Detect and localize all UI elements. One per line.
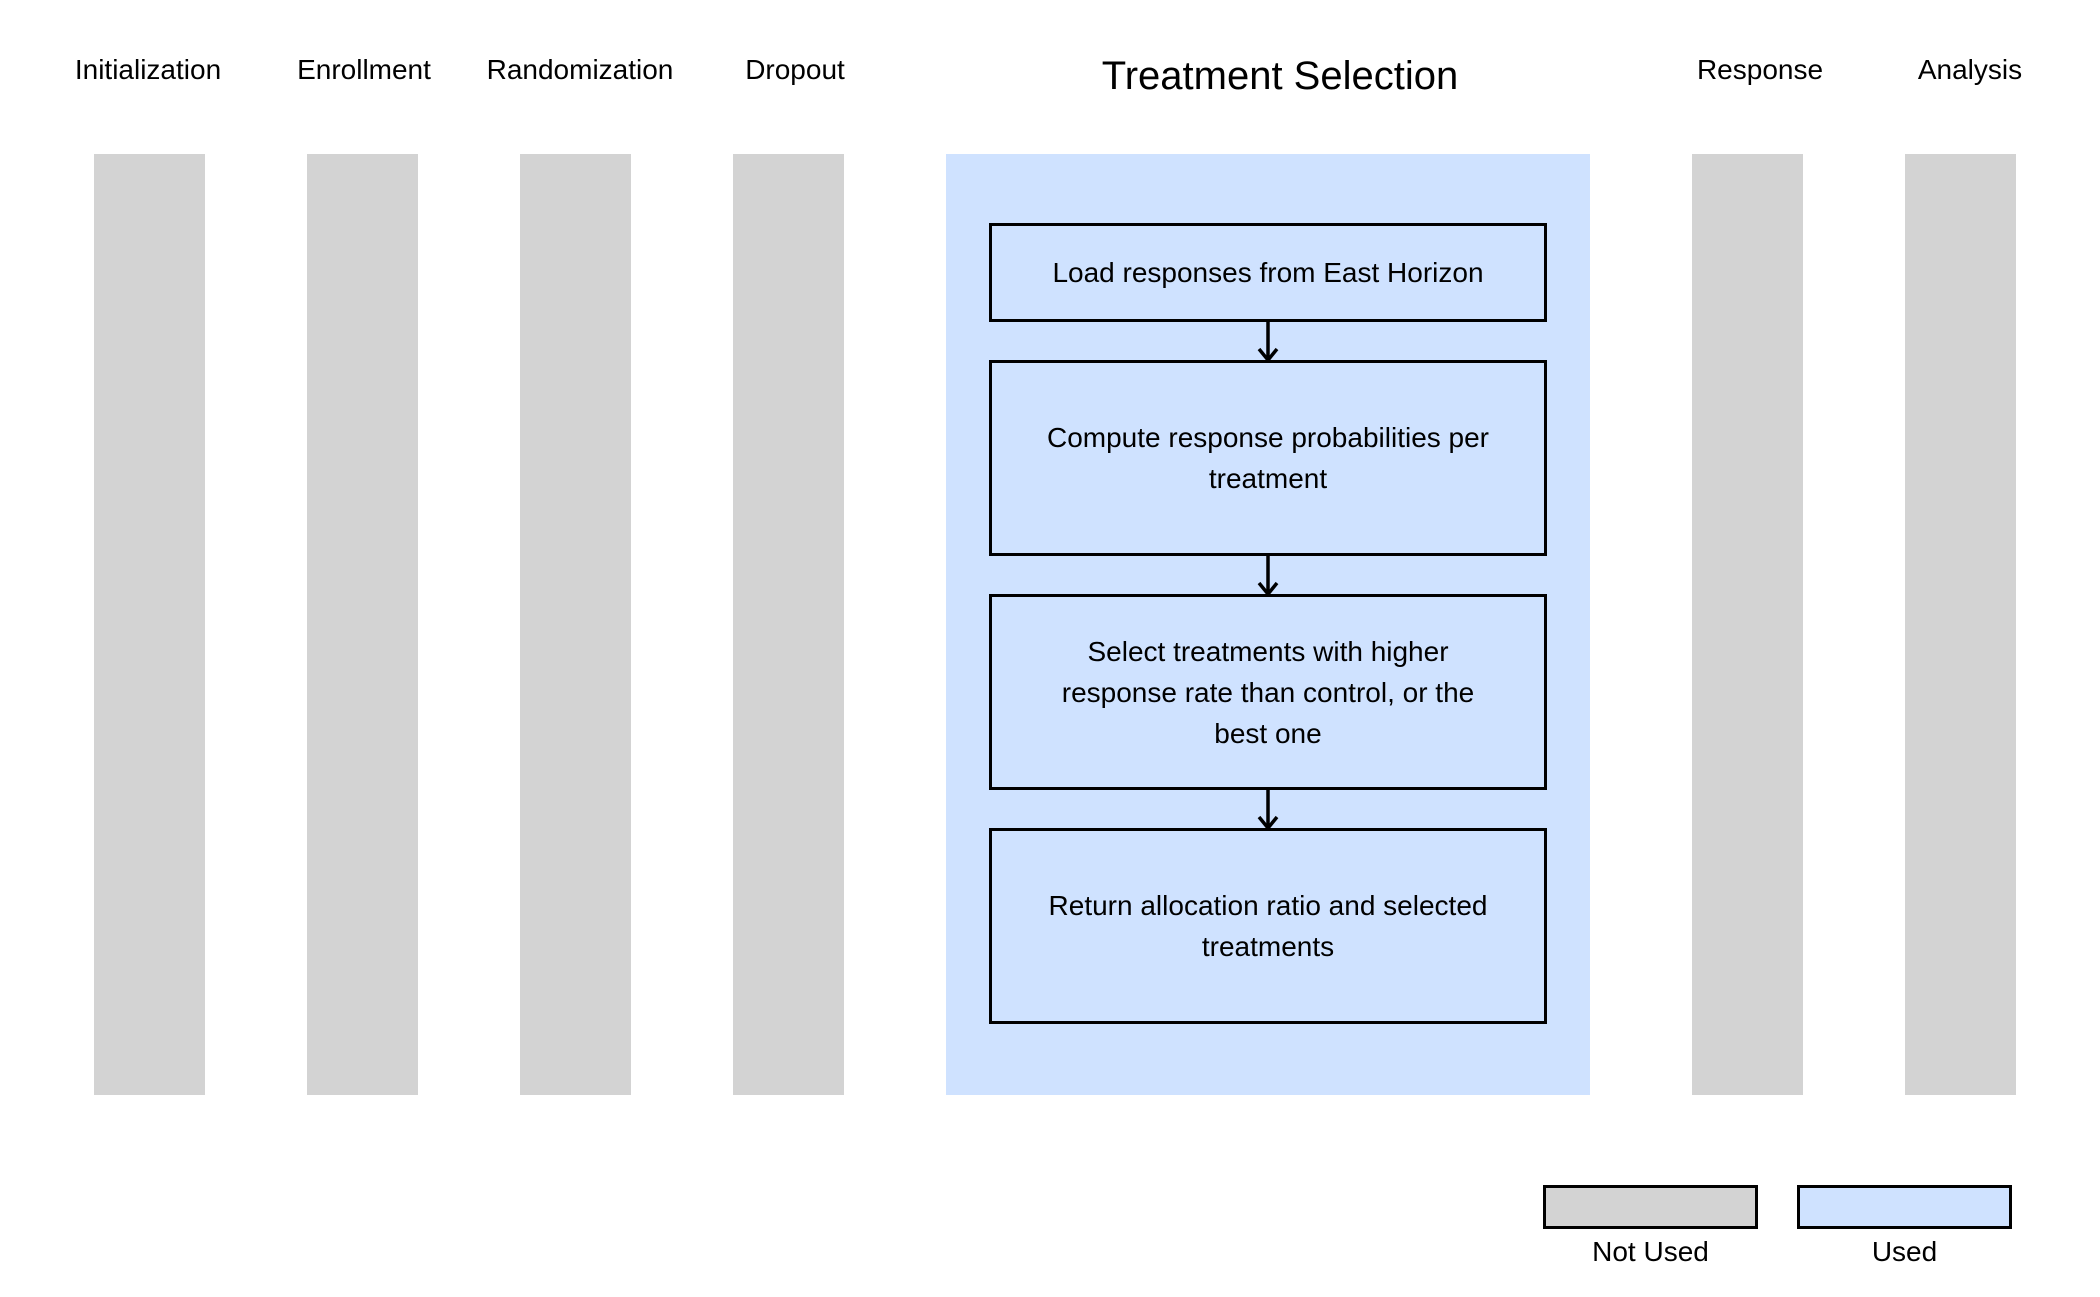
legend-swatch-not-used (1543, 1185, 1758, 1229)
stage-label-analysis: Analysis (1917, 54, 2023, 85)
stage-column-response (1692, 154, 1803, 1095)
legend-label-not-used: Not Used (1592, 1236, 1709, 1267)
arrow-down-icon (1257, 554, 1279, 597)
step-text: Select treatments with higher response r… (1061, 635, 1475, 749)
step-text: Compute response probabilities per treat… (1046, 422, 1490, 494)
stage-column-enrollment (307, 154, 418, 1095)
stage-label-response: Response (1696, 54, 1824, 85)
stage-label-initialization: Initialization (74, 54, 222, 85)
step-text: Return allocation ratio and selected tre… (1048, 890, 1488, 962)
stage-label-dropout: Dropout (745, 54, 845, 85)
legend-swatch-used (1797, 1185, 2012, 1229)
step-text: Load responses from East Horizon (1052, 257, 1484, 288)
step-box-select-treatments: Select treatments with higher response r… (989, 594, 1547, 790)
step-box-compute-probabilities: Compute response probabilities per treat… (989, 360, 1547, 556)
stage-column-dropout (733, 154, 844, 1095)
stage-label-randomization: Randomization (486, 54, 674, 85)
stage-label-enrollment: Enrollment (297, 54, 431, 85)
stage-column-randomization (520, 154, 631, 1095)
step-box-load-responses: Load responses from East Horizon (989, 223, 1547, 322)
arrow-down-icon (1257, 788, 1279, 831)
legend-label-used: Used (1871, 1236, 1938, 1267)
step-box-return-allocation: Return allocation ratio and selected tre… (989, 828, 1547, 1024)
stage-label-treatment-selection: Treatment Selection (1101, 54, 1459, 98)
arrow-down-icon (1257, 320, 1279, 363)
stage-column-analysis (1905, 154, 2016, 1095)
stage-column-initialization (94, 154, 205, 1095)
